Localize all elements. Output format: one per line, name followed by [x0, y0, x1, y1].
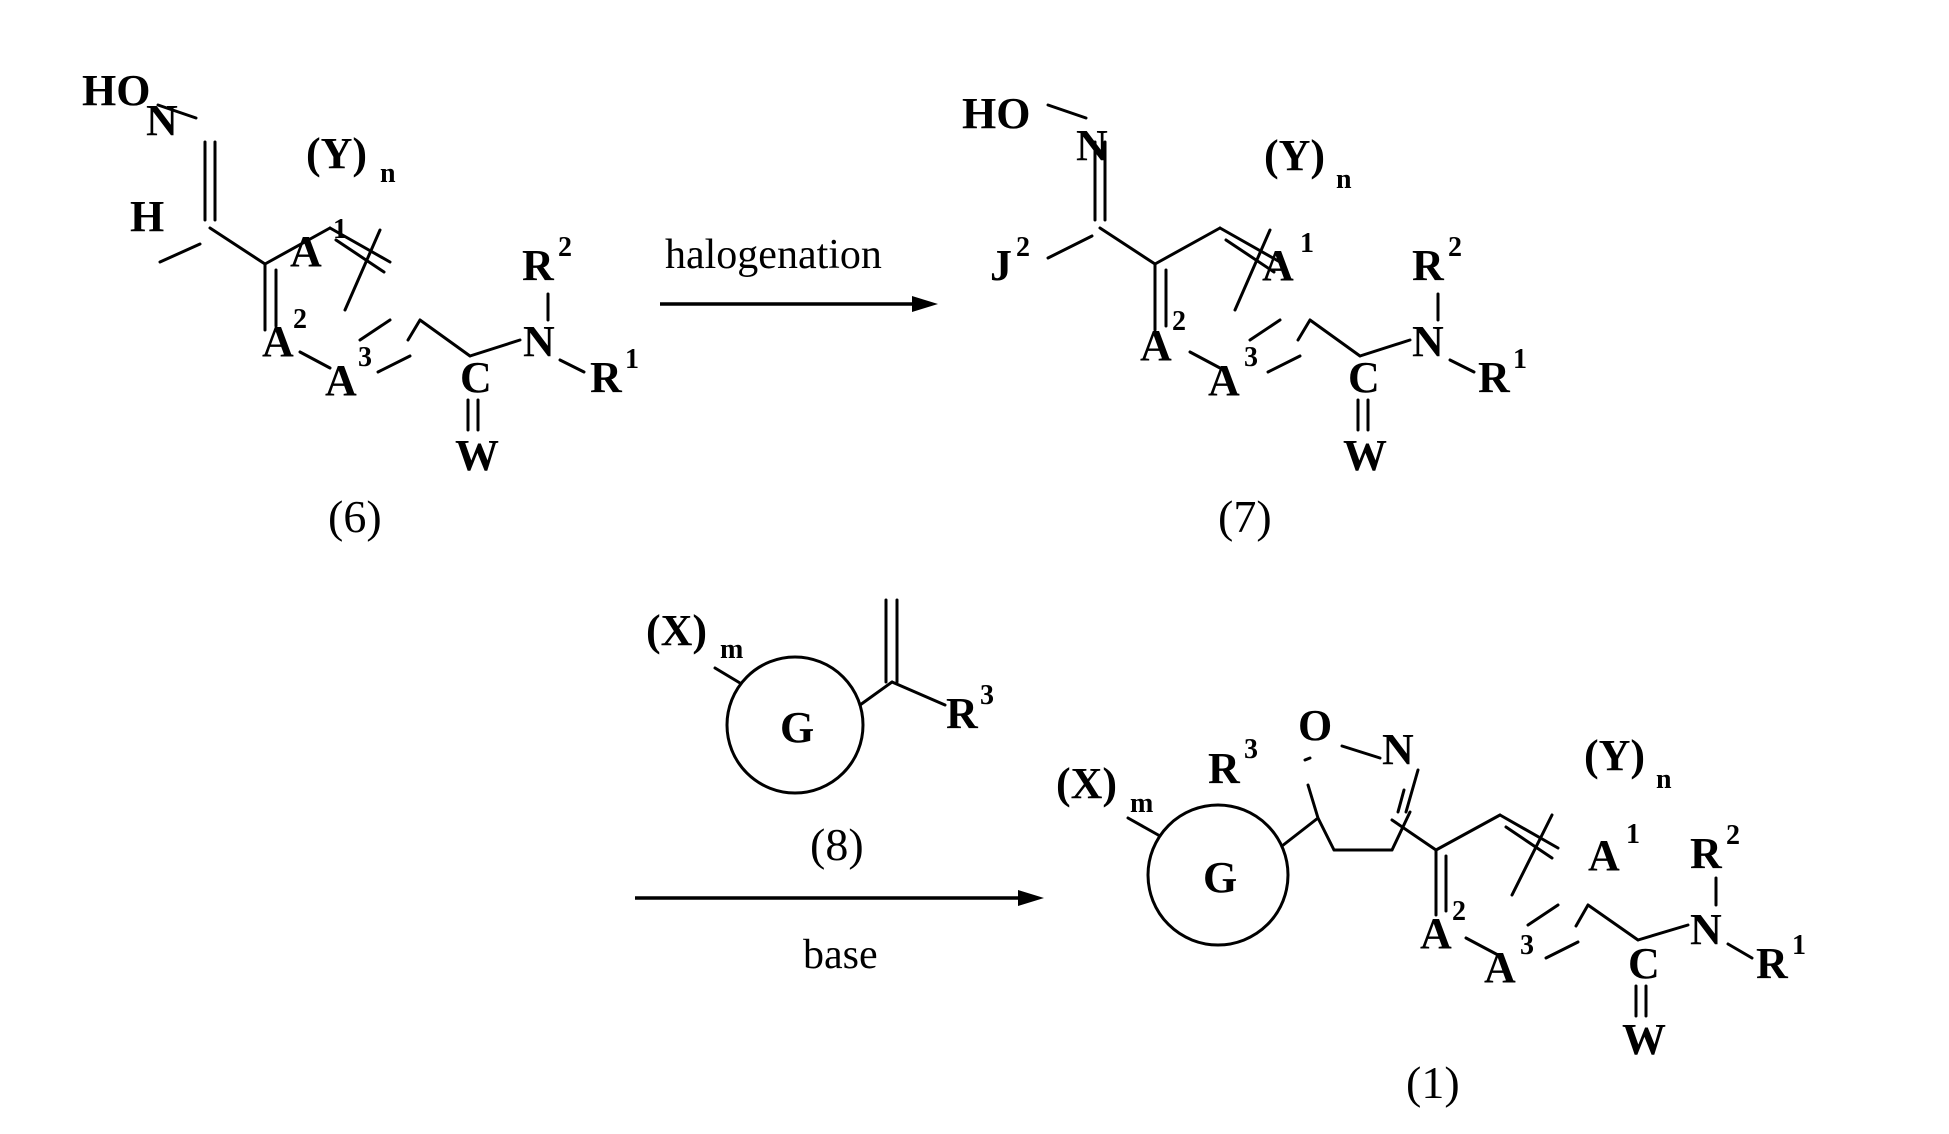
c1-a3-sup: 3 — [1520, 930, 1534, 961]
c8-r3-sup: 3 — [980, 680, 994, 711]
c7-ho: HO — [962, 89, 1030, 138]
c1-r3-sup: 3 — [1244, 734, 1258, 765]
c1-a2-sup: 2 — [1452, 896, 1466, 927]
c8-label: (8) — [810, 819, 864, 870]
c6-c: C — [460, 353, 492, 402]
c1-r3: R — [1208, 744, 1241, 793]
c8-g: G — [780, 703, 814, 752]
c7-r1-sup: 1 — [1513, 344, 1527, 375]
c7-c: C — [1348, 353, 1380, 402]
c1-r1-sup: 1 — [1792, 930, 1806, 961]
c1-n-amide: N — [1690, 905, 1722, 954]
arrow-base: base — [635, 890, 1044, 978]
compound-1: (X) m G R 3 O N (Y) n A 1 A 2 A 3 C W N … — [1056, 701, 1806, 1108]
c7-y: (Y) — [1264, 131, 1325, 180]
c1-r2: R — [1690, 829, 1723, 878]
c8-x-sub: m — [720, 634, 743, 665]
c7-a1-sup: 1 — [1300, 228, 1314, 259]
c6-n-oxime: N — [146, 96, 178, 145]
c6-a2-sup: 2 — [293, 304, 307, 335]
c6-a2: A — [262, 317, 294, 366]
c1-r2-sup: 2 — [1726, 820, 1740, 851]
c7-r1: R — [1478, 353, 1511, 402]
c7-a2: A — [1140, 321, 1172, 370]
compound-7: HO N J 2 (Y) n A 1 A 2 A 3 C W N R 1 R 2… — [962, 89, 1527, 542]
c1-y-sub: n — [1656, 764, 1672, 795]
halogenation-label: halogenation — [665, 232, 882, 278]
c6-r2: R — [522, 241, 555, 290]
c7-a3: A — [1208, 356, 1240, 405]
c1-r1: R — [1756, 939, 1789, 988]
c1-y: (Y) — [1584, 731, 1645, 780]
c7-j-sup: 2 — [1016, 232, 1030, 263]
c6-ho: HO — [82, 66, 150, 115]
c6-y-sub: n — [380, 158, 396, 189]
c7-a3-sup: 3 — [1244, 342, 1258, 373]
c6-label: (6) — [328, 491, 382, 542]
c8-x: (X) — [646, 606, 707, 655]
compound-6: HO N H (Y) n A 1 A 2 A 3 C W N R 1 R 2 (… — [82, 66, 639, 542]
base-label: base — [803, 932, 878, 978]
c6-n-amide: N — [523, 317, 555, 366]
c1-label: (1) — [1406, 1057, 1460, 1108]
c8-r3: R — [946, 689, 979, 738]
c1-x: (X) — [1056, 759, 1117, 808]
c1-a1-sup: 1 — [1626, 819, 1640, 850]
c7-w: W — [1343, 431, 1387, 480]
c1-w: W — [1622, 1015, 1666, 1064]
c6-r1: R — [590, 353, 623, 402]
c7-n-amide: N — [1412, 317, 1444, 366]
c6-h: H — [130, 192, 164, 241]
c1-x-sub: m — [1130, 788, 1153, 819]
c6-w: W — [455, 431, 499, 480]
c7-r2: R — [1412, 241, 1445, 290]
c7-n-oxime: N — [1076, 121, 1108, 170]
c6-r1-sup: 1 — [625, 344, 639, 375]
c7-a1: A — [1262, 241, 1294, 290]
c1-a3: A — [1484, 943, 1516, 992]
c1-a2: A — [1420, 909, 1452, 958]
compound-6-bonds — [158, 105, 584, 430]
c6-a3: A — [325, 356, 357, 405]
c7-label: (7) — [1218, 491, 1272, 542]
c1-n-ring: N — [1382, 725, 1414, 774]
c1-a1: A — [1588, 831, 1620, 880]
c7-r2-sup: 2 — [1448, 232, 1462, 263]
compound-8: (X) m G R 3 (8) — [646, 600, 994, 870]
c6-a3-sup: 3 — [358, 342, 372, 373]
c1-c: C — [1628, 939, 1660, 988]
c6-y: (Y) — [306, 129, 367, 178]
c1-o: O — [1298, 701, 1332, 750]
c7-a2-sup: 2 — [1172, 306, 1186, 337]
arrow-halogenation: halogenation — [660, 232, 938, 312]
c7-y-sub: n — [1336, 164, 1352, 195]
c7-j: J — [990, 241, 1012, 290]
c1-g: G — [1203, 853, 1237, 902]
c6-r2-sup: 2 — [558, 232, 572, 263]
